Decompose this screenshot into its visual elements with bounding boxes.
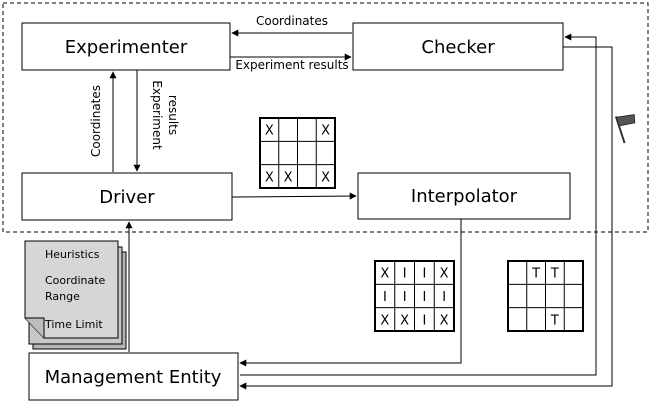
grid-cell-mark: X: [265, 124, 274, 139]
grid-cell-mark: X: [400, 313, 409, 328]
system-boundary: [2, 2, 649, 233]
management-entity-label: Management Entity: [45, 367, 222, 388]
grid-cell-mark: T: [531, 267, 540, 282]
note-heuristics: Heuristics: [45, 248, 100, 261]
note-time-limit: Time Limit: [44, 318, 103, 331]
grid-cell-mark: X: [321, 170, 330, 185]
driver-label: Driver: [99, 187, 155, 208]
management-entity-box: Management Entity: [28, 352, 239, 401]
flag-icon: [614, 114, 636, 144]
experimenter-label: Experimenter: [65, 37, 188, 58]
arrow-management-to-checker: [240, 33, 597, 376]
grid-cell-mark: I: [383, 290, 387, 305]
grid-cell-mark: I: [442, 290, 446, 305]
grid-cell-mark: I: [422, 313, 426, 328]
label-experiment-results-top: Experiment results: [235, 58, 348, 72]
note-coordinate: Coordinate: [45, 274, 106, 287]
arrow-interpolator-to-management: [239, 219, 462, 367]
grid-cell-mark: X: [265, 170, 274, 185]
config-note: Heuristics Coordinate Range Time Limit: [24, 240, 127, 350]
grid-cell-mark: T: [550, 267, 559, 282]
grid-cell-mark: I: [403, 267, 407, 282]
label-coordinates-top: Coordinates: [256, 14, 328, 28]
grid-cell-mark: X: [284, 170, 293, 185]
checker-box: Checker: [352, 22, 564, 71]
grid-cell-mark: X: [380, 313, 389, 328]
grid-cell-mark: I: [422, 290, 426, 305]
grid-cell-mark: T: [550, 313, 559, 328]
label-experiment-vertical-2: results: [166, 95, 180, 135]
grid-cell-mark: I: [403, 290, 407, 305]
grid-cell-mark: X: [321, 124, 330, 139]
checker-label: Checker: [421, 37, 495, 58]
experimenter-box: Experimenter: [21, 22, 231, 71]
arrow-checker-to-management: [239, 46, 613, 390]
label-experiment-vertical-1: Experiment: [150, 80, 164, 150]
grid-cell-mark: I: [422, 267, 426, 282]
interpolator-label: Interpolator: [411, 186, 518, 207]
arrow-driver-to-interpolator: [231, 192, 357, 200]
note-range: Range: [45, 290, 80, 303]
grid-cell-mark: X: [440, 313, 449, 328]
driver-box: Driver: [21, 172, 233, 221]
interpolator-box: Interpolator: [357, 172, 571, 220]
label-coordinates-vertical: Coordinates: [89, 85, 103, 157]
grid-cell-mark: X: [380, 267, 389, 282]
grid-cell-mark: X: [440, 267, 449, 282]
